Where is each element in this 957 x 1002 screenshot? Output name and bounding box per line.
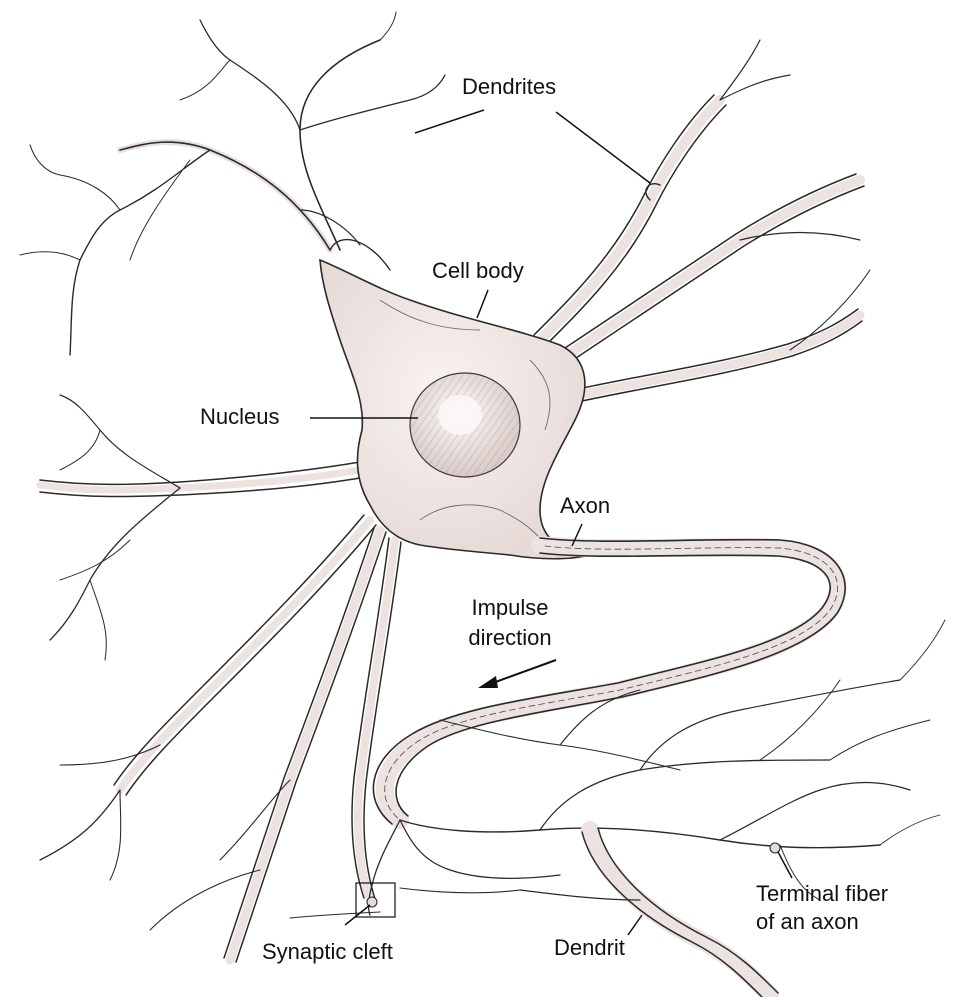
leader-cell-body	[477, 290, 488, 318]
label-nucleus: Nucleus	[200, 404, 279, 430]
label-cell-body: Cell body	[432, 258, 524, 284]
label-dendrit: Dendrit	[554, 935, 625, 961]
leader-dendrites-right	[556, 112, 650, 183]
dendrite-tree-lower-left	[40, 515, 401, 962]
leader-synaptic-cleft	[345, 905, 370, 925]
axon	[373, 538, 845, 824]
dendrite-tree-right	[534, 40, 870, 401]
leader-dendrit	[628, 915, 642, 935]
label-synaptic-cleft: Synaptic cleft	[262, 939, 393, 965]
label-impulse-line2: direction	[450, 625, 570, 651]
terminal-fibers	[367, 620, 945, 915]
label-impulse-line1: Impulse	[450, 595, 570, 621]
label-terminal-fiber: Terminal fiber of an axon	[756, 881, 888, 935]
dendrite-tree-left	[40, 395, 360, 660]
label-terminal-line1: Terminal fiber	[756, 881, 888, 907]
label-dendrites: Dendrites	[462, 74, 556, 100]
impulse-direction-arrow	[478, 660, 556, 688]
label-axon: Axon	[560, 493, 610, 519]
label-impulse-direction: Impulse direction	[450, 595, 570, 651]
label-terminal-line2: of an axon	[756, 909, 888, 935]
leader-dendrites-left	[415, 110, 484, 133]
